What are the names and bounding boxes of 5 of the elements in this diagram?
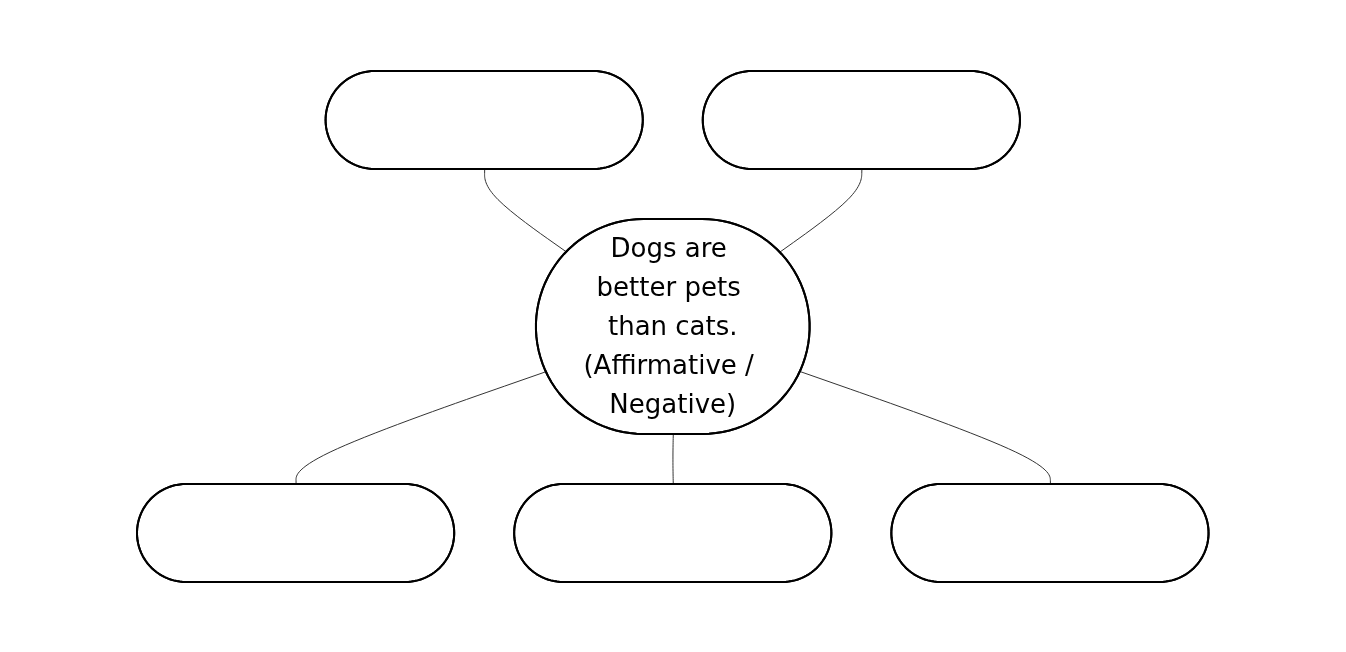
connector bbox=[484, 168, 568, 253]
connector bbox=[672, 433, 674, 485]
connector bbox=[779, 168, 863, 253]
connector bbox=[295, 370, 547, 485]
connector bbox=[800, 370, 1052, 485]
